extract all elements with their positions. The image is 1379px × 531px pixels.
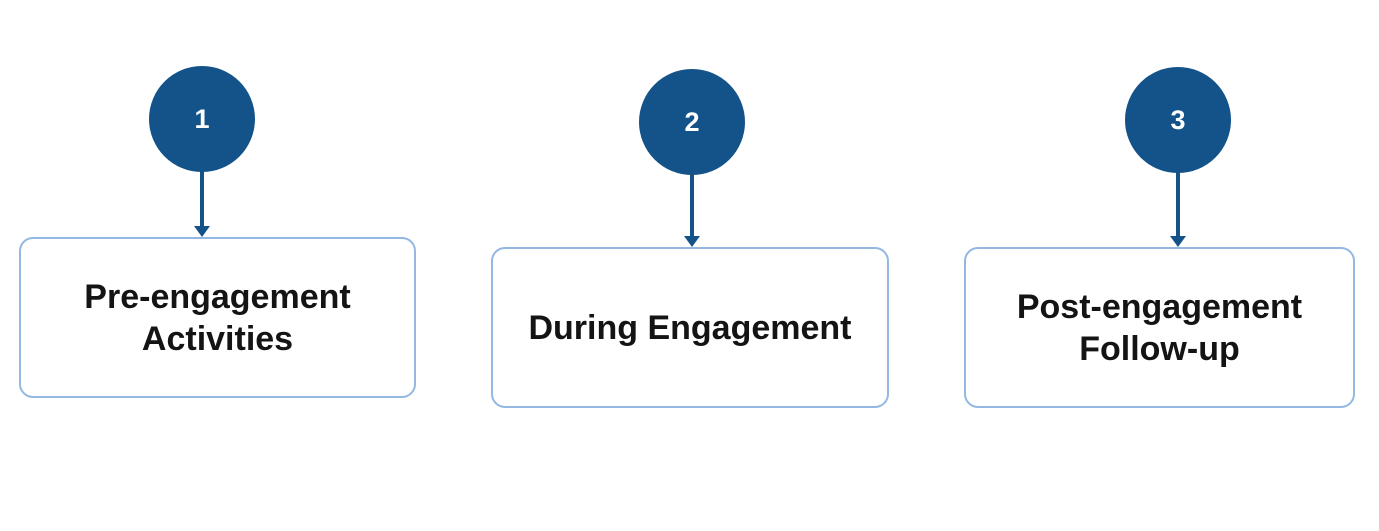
- step-3-label: Post-engagement Follow-up: [1017, 286, 1302, 370]
- step-1-label-line-2: Activities: [141, 319, 294, 358]
- step-3-number: 3: [1170, 104, 1186, 135]
- step-3-label-line-2: Follow-up: [1079, 329, 1240, 368]
- step-1-number-circle: 1: [149, 66, 255, 172]
- step-1-box: Pre-engagement Activities: [19, 237, 416, 398]
- step-1-label: Pre-engagement Activities: [84, 276, 350, 360]
- step-2-box: During Engagement: [491, 247, 889, 408]
- step-3-arrow-head: [1170, 236, 1186, 247]
- step-3-connector-line: [1176, 171, 1180, 236]
- step-1-connector-line: [200, 170, 204, 226]
- step-3-box: Post-engagement Follow-up: [964, 247, 1355, 408]
- step-1-label-line-1: Pre-engagement: [84, 277, 351, 316]
- step-2-label: During Engagement: [528, 307, 851, 349]
- step-3-label-line-1: Post-engagement: [1016, 287, 1303, 326]
- step-2-connector-line: [690, 173, 694, 236]
- step-2-number: 2: [684, 106, 700, 137]
- step-1-number: 1: [194, 103, 210, 134]
- step-2-label-line-1: During Engagement: [528, 308, 852, 347]
- step-2-number-circle: 2: [639, 69, 745, 175]
- step-2-arrow-head: [684, 236, 700, 247]
- step-3-number-circle: 3: [1125, 67, 1231, 173]
- step-1-arrow-head: [194, 226, 210, 237]
